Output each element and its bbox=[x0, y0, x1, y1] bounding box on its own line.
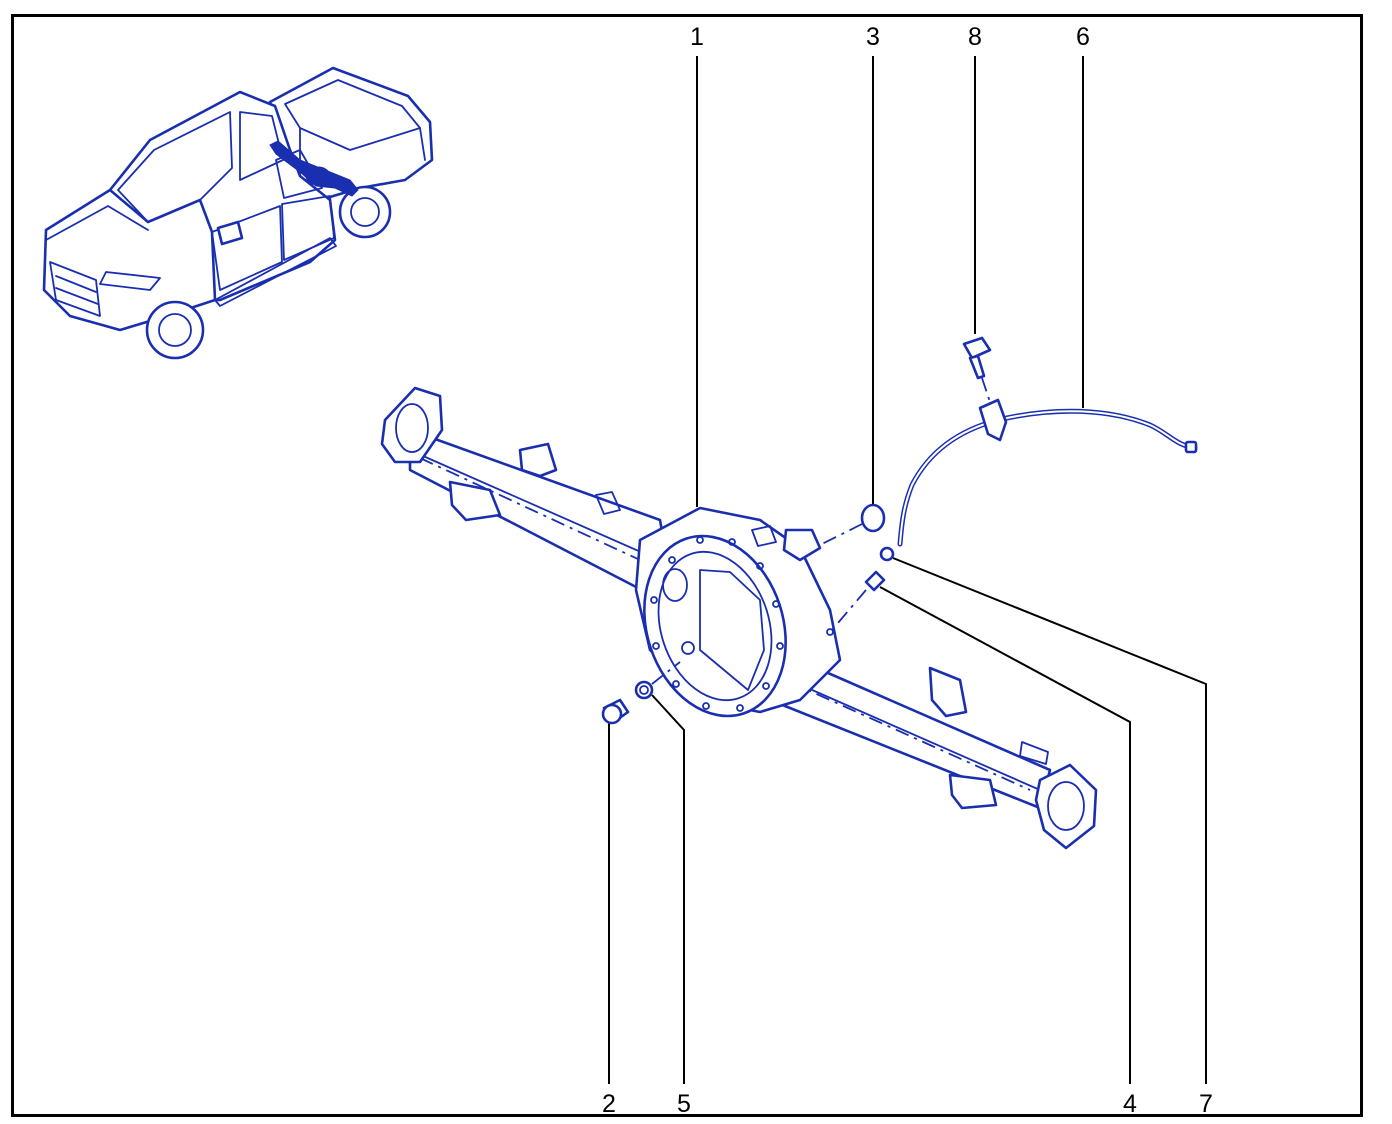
callout-numbers: 1 3 8 6 2 5 4 7 bbox=[602, 23, 1213, 1118]
callout-5-number: 5 bbox=[677, 1090, 691, 1118]
callout-1-number: 1 bbox=[690, 23, 704, 51]
truck-locator-illustration bbox=[42, 66, 434, 360]
right-spring-seat bbox=[948, 773, 998, 810]
axle-housing-part-1 bbox=[380, 386, 1098, 850]
breather-part-4 bbox=[831, 570, 886, 631]
leader-5 bbox=[651, 694, 685, 1084]
callout-2-number: 2 bbox=[602, 1090, 616, 1118]
axle-right-hub-flange bbox=[1034, 763, 1098, 850]
callout-3-number: 3 bbox=[866, 23, 880, 51]
leader-4 bbox=[879, 586, 1131, 1084]
truck-front-wheel bbox=[145, 300, 205, 360]
drain-plug-part-2 bbox=[601, 698, 630, 725]
callout-8-number: 8 bbox=[968, 23, 982, 51]
flange-bolt-holes bbox=[650, 536, 784, 712]
leader-2 bbox=[608, 715, 615, 1084]
bolt-part-8 bbox=[962, 336, 992, 403]
plug-part-3 bbox=[819, 503, 886, 546]
callout-6-number: 6 bbox=[1076, 23, 1090, 51]
left-bracket bbox=[518, 442, 558, 478]
truck-rear-wheel bbox=[338, 185, 392, 239]
callout-7-number: 7 bbox=[1199, 1090, 1213, 1118]
hose-clip bbox=[978, 398, 1008, 442]
breather-hose-part-6 bbox=[897, 398, 1198, 547]
leader-7 bbox=[892, 557, 1207, 1084]
callout-4-number: 4 bbox=[1123, 1090, 1137, 1118]
washer-part-5 bbox=[634, 661, 681, 700]
left-spring-seat bbox=[448, 480, 502, 522]
breather-cap-part-7 bbox=[879, 546, 895, 562]
leader-lines bbox=[608, 56, 1207, 1084]
right-bracket bbox=[928, 666, 968, 718]
axle-left-hub-flange bbox=[380, 386, 444, 464]
vent-boss bbox=[782, 528, 822, 562]
